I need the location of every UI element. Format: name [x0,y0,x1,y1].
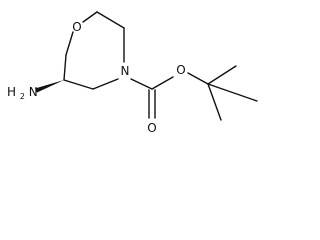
bond-c7-o1 [65,31,74,56]
wedge-bond-c6-nh2 [35,80,64,93]
bond-o1-c2 [82,11,98,23]
bond-tbu-methyl-top [207,65,237,85]
structure-canvas: O N O O H 2 N [7,11,258,135]
bond-c2-c3 [96,11,125,29]
bond-ester-o-tbu [187,72,209,85]
bond-n4-carbonyl [130,78,153,90]
ring-nitrogen-label: N [121,64,130,78]
bond-n4-c5 [92,78,119,90]
bond-c6-c7 [63,54,67,81]
boc-bonds [130,65,258,121]
bond-tbu-methyl-bottom [207,83,222,121]
bond-carbonyl-ester-o [151,76,174,90]
amine-label: H 2 N [7,85,38,102]
bond-tbu-methyl-right [207,83,258,102]
amine-subscript: 2 [20,92,25,101]
ester-oxygen-label: O [176,63,185,77]
carbonyl-oxygen-label: O [147,121,156,135]
ring-oxygen-label: O [72,20,81,34]
amine-n: N [29,85,38,99]
bond-c5-c6 [63,79,94,90]
amine-h: H [7,85,16,99]
ring-bonds [63,11,125,90]
